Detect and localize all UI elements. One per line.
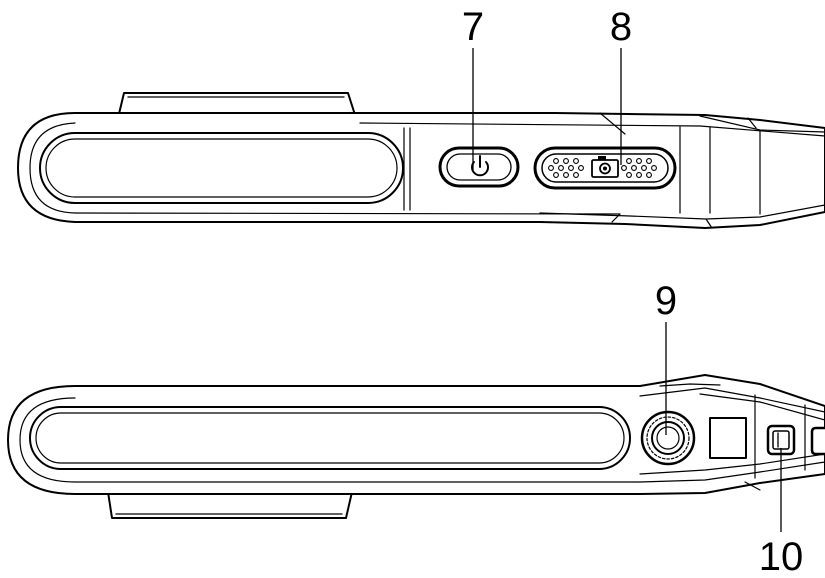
edge-slot: [810, 426, 825, 456]
square-window: [709, 417, 747, 459]
callout-7: 7: [462, 5, 484, 49]
power-button[interactable]: [438, 146, 520, 188]
leader-lines: [472, 48, 782, 532]
callout-8: 8: [610, 5, 632, 49]
camera-icon: [591, 156, 619, 178]
device-bottom-view: [7, 374, 825, 519]
lanyard-hole: [766, 424, 796, 456]
callout-10: 10: [759, 535, 804, 578]
power-icon: [471, 155, 489, 177]
callout-9: 9: [655, 279, 677, 323]
device-top-view: [17, 92, 825, 229]
top-grip-panel: [39, 132, 404, 204]
grip-dots: [548, 158, 657, 178]
tripod-mount: [640, 410, 696, 466]
bottom-grip-panel: [29, 406, 631, 470]
capture-button[interactable]: [533, 146, 677, 190]
